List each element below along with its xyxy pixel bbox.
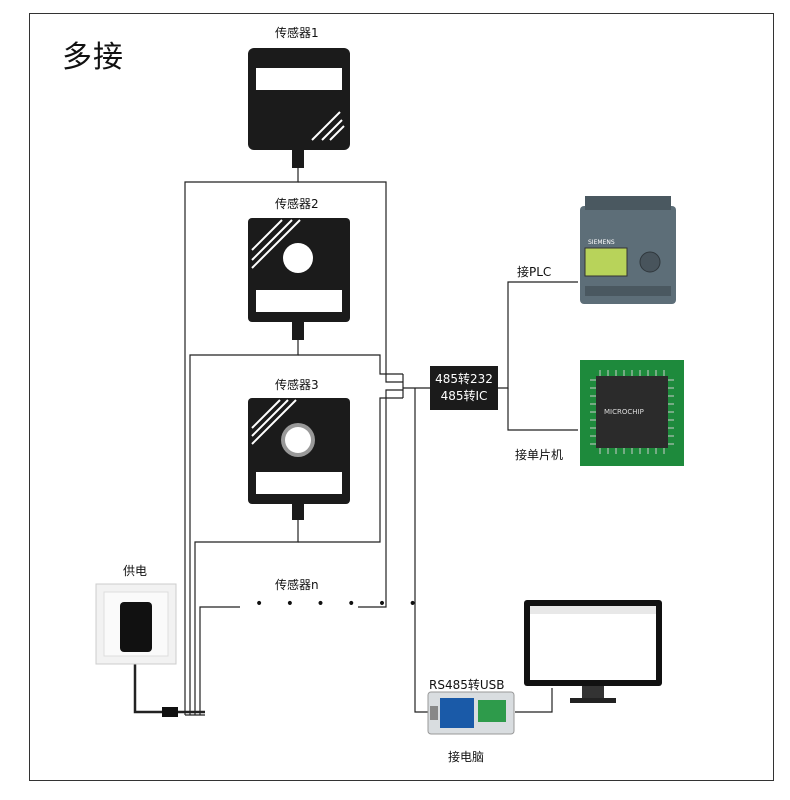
sensor-type-ring-icon [248,398,350,520]
mcu-label: 接单片机 [515,448,564,462]
converter-line2: 485转IC [440,389,488,403]
wire-sensor2-left [189,340,299,715]
power-label: 供电 [123,564,148,578]
wire-sensor3-right [298,397,403,543]
diagram-frame [29,13,774,781]
sensor-type-display-icon [248,48,350,168]
sensor-n-label: 传感器n [275,578,319,592]
sensor-ellipsis: • • • • • • [255,596,426,612]
power-plug-icon [162,707,178,717]
power-outlet-icon [95,583,177,665]
wire-usb-to-pc [515,688,553,713]
wire-sensor2-right [298,354,403,375]
plc-device-icon: SIEMENS [580,196,676,304]
plc-brand-text: SIEMENS [588,239,615,246]
wire-sensorn-left [199,606,240,715]
wire-to-mcu [507,388,578,431]
page-title: 多接 [62,40,124,75]
microchip-icon: MICROCHIP [580,360,684,466]
usb-sub-label: 接电脑 [448,750,485,764]
sensor-2-label: 传感器2 [275,197,319,211]
usb-converter-icon [427,691,515,735]
wire-sensorn-right [358,389,403,608]
sensor-3-label: 传感器3 [275,378,319,392]
power-cable [133,660,205,714]
wire-sensor1-right [298,181,403,383]
sensor-type-circle-icon [248,218,350,340]
wire-sensor1-left [184,168,299,715]
wire-to-plc [498,281,578,389]
sensor-1-label: 传感器1 [275,26,319,40]
wires [133,168,578,716]
converter-line1: 485转232 [435,372,493,386]
wire-to-usb [414,388,428,713]
chip-brand-text: MICROCHIP [604,408,644,416]
wire-sensor3-left [194,520,299,715]
usb-label: RS485转USB [429,678,505,692]
monitor-icon [524,600,662,703]
converter-box: 485转232 485转IC [430,366,498,410]
plc-label: 接PLC [517,265,552,279]
